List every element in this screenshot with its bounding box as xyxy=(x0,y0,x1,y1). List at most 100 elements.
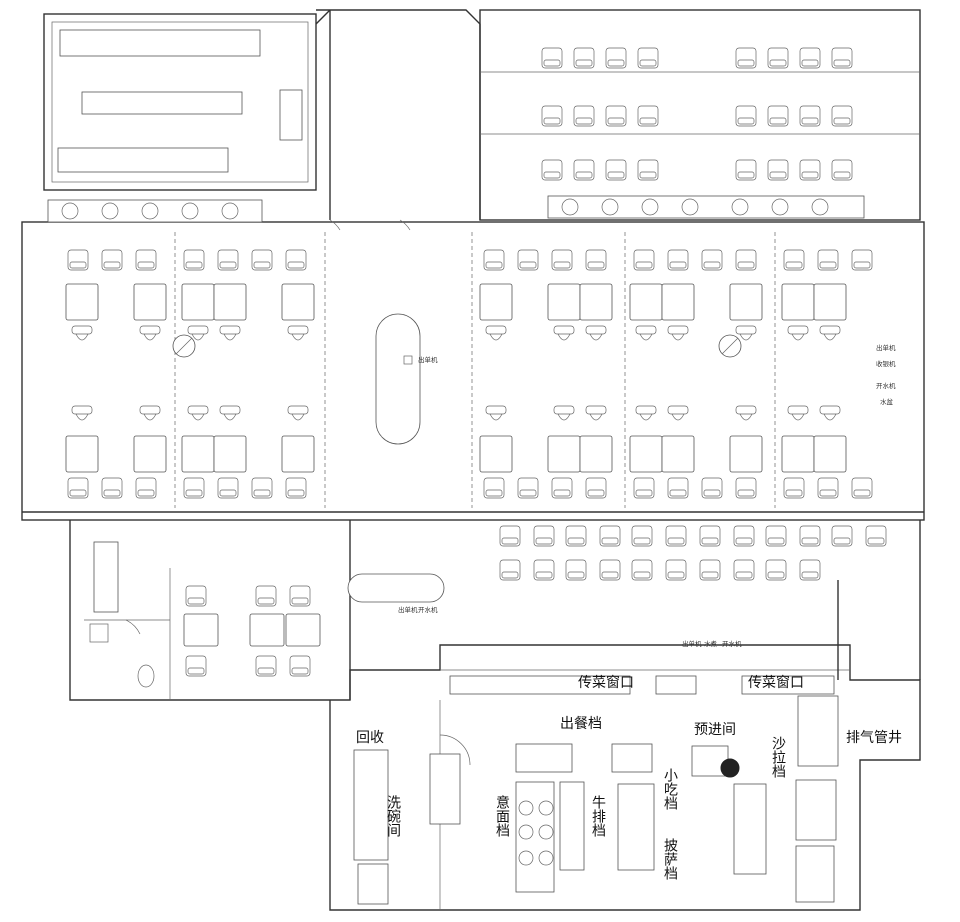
label-kitchen-order-printer: 出单机 xyxy=(682,639,702,648)
sink-icon xyxy=(89,623,109,643)
chair xyxy=(665,559,687,581)
chair xyxy=(735,159,757,181)
chair xyxy=(605,47,627,69)
dining-table xyxy=(183,613,219,647)
chair xyxy=(185,585,207,607)
chair xyxy=(865,525,887,547)
chair xyxy=(551,477,573,499)
room-labels: 出单机 出单机 开水机 出单机 收银机 开水机 水盆 出单机 水煮 开水机 传菜… xyxy=(356,343,902,880)
kitchen-equipment xyxy=(655,675,697,695)
chair xyxy=(667,249,689,271)
stool xyxy=(71,325,93,341)
chair xyxy=(541,47,563,69)
chair xyxy=(633,477,655,499)
chair xyxy=(633,249,655,271)
stool xyxy=(735,405,757,421)
chair xyxy=(831,105,853,127)
dining-table xyxy=(181,283,215,321)
dining-table xyxy=(281,435,315,473)
dining-table xyxy=(181,435,215,473)
door-swing-icon xyxy=(439,734,471,766)
chair xyxy=(831,47,853,69)
kitchen-equipment xyxy=(795,845,835,903)
stool xyxy=(735,325,757,341)
label-right-water-basin: 水盆 xyxy=(880,397,894,406)
dining-table xyxy=(629,435,663,473)
label-exhaust-shaft: 排气管井 xyxy=(846,730,902,746)
dining-table xyxy=(133,435,167,473)
stool xyxy=(553,325,575,341)
stool xyxy=(187,325,209,341)
label-serving-station: 出餐档 xyxy=(560,716,602,732)
chair xyxy=(831,159,853,181)
dining-table xyxy=(133,283,167,321)
dining-table xyxy=(579,283,613,321)
label-right-water-dispenser: 开水机 xyxy=(876,381,896,390)
chair xyxy=(251,477,273,499)
label-dishwashing: 洗碗间 xyxy=(385,795,401,838)
chair xyxy=(799,559,821,581)
chair xyxy=(499,559,521,581)
chair xyxy=(733,559,755,581)
dining-table xyxy=(213,435,247,473)
chair xyxy=(605,105,627,127)
label-right-cash-register: 收银机 xyxy=(876,359,896,368)
kitchen-equipment xyxy=(429,753,461,825)
stool xyxy=(667,325,689,341)
stool xyxy=(139,405,161,421)
door-swing-icon xyxy=(125,619,141,635)
chair xyxy=(767,159,789,181)
chair xyxy=(637,47,659,69)
plant-icon xyxy=(141,202,159,220)
label-steak-station: 牛排档 xyxy=(590,795,606,837)
label-water-dispenser-lower: 开水机 xyxy=(418,605,438,614)
dining-table xyxy=(729,435,763,473)
chair xyxy=(851,249,873,271)
stool xyxy=(667,405,689,421)
chair xyxy=(631,525,653,547)
chair xyxy=(251,249,273,271)
stool xyxy=(219,405,241,421)
chair xyxy=(285,249,307,271)
dining-table xyxy=(479,435,513,473)
kitchen-equipment xyxy=(741,675,835,695)
dining-table xyxy=(781,283,815,321)
burner-icon xyxy=(518,850,534,866)
label-recycle: 回收 xyxy=(356,730,384,746)
dining-table xyxy=(65,435,99,473)
kitchen-equipment xyxy=(797,695,839,767)
chair xyxy=(565,525,587,547)
chair xyxy=(799,105,821,127)
chair xyxy=(817,477,839,499)
kitchen-equipment xyxy=(449,675,631,695)
chair xyxy=(183,249,205,271)
planter-strip xyxy=(547,195,865,219)
dining-table xyxy=(281,283,315,321)
stool xyxy=(635,325,657,341)
dining-table xyxy=(479,283,513,321)
chair xyxy=(665,525,687,547)
chair xyxy=(599,525,621,547)
chair xyxy=(255,585,277,607)
chair xyxy=(573,47,595,69)
chair xyxy=(637,159,659,181)
label-order-printer-center: 出单机 xyxy=(418,355,438,364)
burner-icon xyxy=(518,800,534,816)
kitchen-counter-top xyxy=(59,29,261,57)
chair xyxy=(533,559,555,581)
label-salad-station: 沙拉档 xyxy=(770,736,786,778)
label-pass-window-left: 传菜窗口 xyxy=(578,674,634,691)
plant-icon xyxy=(641,198,659,216)
kitchen-equipment xyxy=(515,743,573,773)
plant-icon xyxy=(221,202,239,220)
dining-table xyxy=(661,435,695,473)
chair xyxy=(67,477,89,499)
kitchen-counter-bottom xyxy=(57,147,229,173)
chair xyxy=(517,477,539,499)
plant-icon xyxy=(561,198,579,216)
chair xyxy=(183,477,205,499)
chair xyxy=(255,655,277,677)
kitchen-equipment xyxy=(611,743,653,773)
chair xyxy=(799,159,821,181)
chair xyxy=(541,105,563,127)
